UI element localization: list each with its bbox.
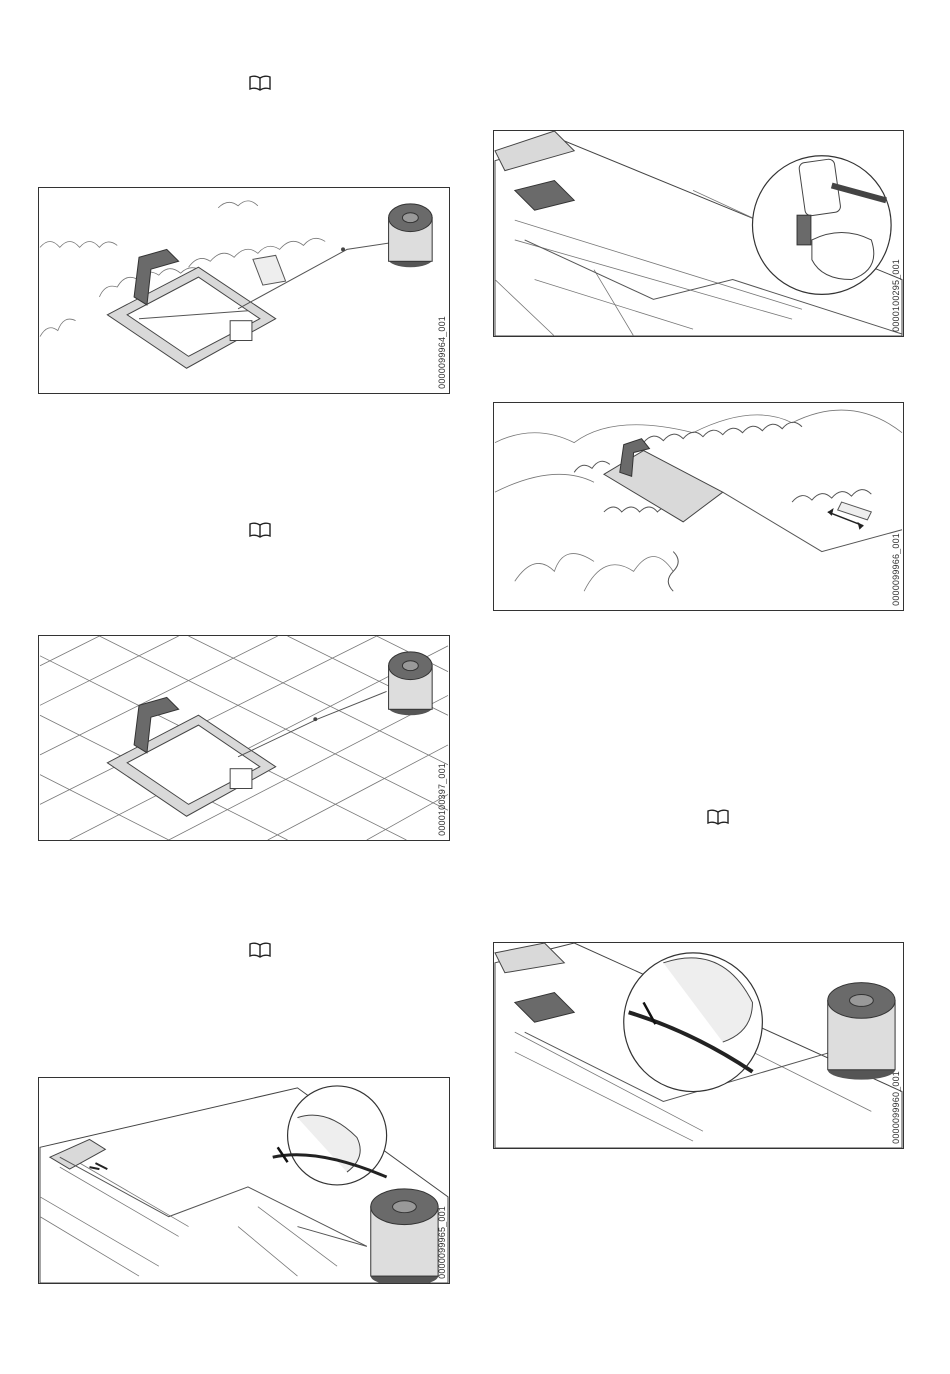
figure-docking-station-lawn: 0000099964_001 [38, 187, 450, 394]
figure-docking-station-paving: 0000100397_001 [38, 635, 450, 841]
book-icon [249, 522, 271, 538]
figure-boundary-layout: 0000099966_001 [493, 402, 904, 611]
figure-wire-channel-detail: 0000099965_001 [38, 1077, 450, 1284]
figure-hammer-peg-detail: 0000100295_001 [493, 130, 904, 337]
figure-id: 0000100295_001 [891, 259, 901, 332]
figure-id: 0000100397_001 [437, 763, 447, 836]
book-icon [707, 809, 729, 825]
book-icon [249, 942, 271, 958]
figure-id: 0000099960_001 [891, 1071, 901, 1144]
book-icon [249, 75, 271, 91]
figure-id: 0000099965_001 [437, 1206, 447, 1279]
figure-id: 0000099964_001 [437, 316, 447, 389]
figure-id: 0000099966_001 [891, 533, 901, 606]
figure-wire-insert-detail: 0000099960_001 [493, 942, 904, 1149]
